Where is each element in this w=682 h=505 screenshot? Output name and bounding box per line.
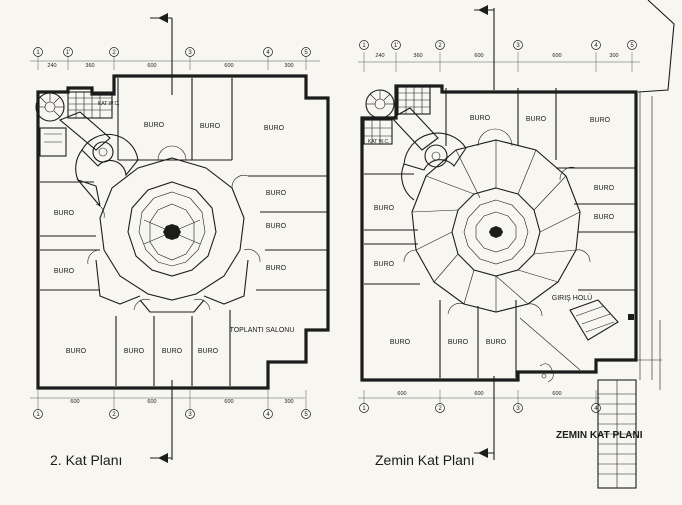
left-floor-plan: 1 1' 2 3 4 5 1 2 3 4 5 240 360 600 600 3… [30,13,330,468]
grid-marker: 1 [36,412,40,418]
dimension-label: 600 [474,391,483,397]
site-boundary [637,0,675,93]
grid-marker: 5 [630,43,634,49]
grid-marker: 3 [188,412,192,418]
room-label-wc: KAT W.C. [368,139,389,145]
left-grid-markers-top: 1 1' 2 3 4 5 [33,47,311,57]
grid-marker: 4 [594,43,598,49]
room-label: BURO [266,265,287,272]
right-section-markers [474,5,495,460]
left-exterior-wall [36,74,330,390]
right-plan-caption: Zemin Kat Planı [375,452,475,468]
room-label: BURO [54,268,75,275]
room-label: BURO [470,115,491,122]
grid-marker: 1 [362,43,366,49]
room-label: BURO [374,261,395,268]
grid-marker: 3 [516,43,520,49]
dimension-label: 240 [375,53,384,59]
dimension-label: 600 [224,399,233,405]
grid-marker: 1' [394,43,398,49]
room-label: BURO [526,116,547,123]
dimension-label: 600 [552,391,561,397]
grid-marker: 1 [36,50,40,56]
right-floor-plan: 1 1' 2 3 4 5 1 2 3 4 240 360 600 600 300… [358,0,675,489]
dimension-label: 600 [397,391,406,397]
grid-marker: 2 [438,406,442,412]
right-room-labels: BURO BURO BURO BURO BURO BURO BURO BURO … [374,115,615,346]
left-interior-walls [40,78,328,386]
grid-marker: 4 [266,50,270,56]
zemin-kat-title: ZEMIN KAT PLANI [556,430,643,441]
grid-marker: 1 [362,406,366,412]
dimension-label: 300 [284,399,293,405]
room-label: BURO [124,348,145,355]
left-plan-caption: 2. Kat Planı [50,452,122,468]
left-grid-markers-bottom: 1 2 3 4 5 [33,409,311,419]
room-label: BURO [590,117,611,124]
room-label: BURO [66,348,87,355]
grid-marker: 2 [438,43,442,49]
dimension-label: 600 [147,399,156,405]
room-label: BURO [54,210,75,217]
dimension-label: 300 [609,53,618,59]
grid-marker: 5 [304,412,308,418]
room-label: BURO [390,339,411,346]
room-label: BURO [200,123,221,130]
left-dimensions: 240 360 600 600 300 600 600 600 300 [47,63,293,405]
room-label: BURO [374,205,395,212]
right-dimensions: 240 360 600 600 300 600 600 600 [375,53,618,397]
dimension-label: 240 [47,63,56,69]
room-label: BURO [162,348,183,355]
room-label-wc: KAT W.C. [98,101,119,107]
room-label: BURO [144,122,165,129]
room-label: TOPLANTI SALONU [230,327,295,334]
dimension-label: 600 [70,399,79,405]
room-label: BURO [266,223,287,230]
right-interior-walls [364,88,636,378]
planter-icon [539,363,554,383]
dimension-label: 600 [224,63,233,69]
right-stair-core: KAT W.C. [363,85,467,201]
left-stair-core: KAT W.C. [35,91,139,207]
grid-marker: 5 [304,50,308,56]
dimension-label: 600 [147,63,156,69]
grid-marker: 4 [594,406,598,412]
room-label: BURO [594,185,615,192]
right-grid-markers-top: 1 1' 2 3 4 5 [359,40,637,50]
left-room-labels: BURO BURO BURO BURO BURO BURO BURO BURO … [54,122,295,355]
right-exterior-wall [360,84,638,382]
right-central-rotunda [403,128,591,317]
room-label: BURO [198,348,219,355]
grid-marker: 3 [188,50,192,56]
left-central-rotunda [87,145,261,313]
grid-marker: 2 [112,50,116,56]
room-label: BURO [448,339,469,346]
grid-marker: 1' [66,50,70,56]
left-section-markers [150,13,173,463]
room-label: BURO [264,125,285,132]
entrance-hall [539,299,634,383]
grid-marker: 4 [266,412,270,418]
room-label: BURO [486,339,507,346]
room-label: BURO [266,190,287,197]
right-grid-markers-bottom: 1 2 3 4 [359,403,601,413]
grid-marker: 3 [516,406,520,412]
dimension-label: 300 [284,63,293,69]
entrance-stairs [597,359,662,489]
dimension-label: 600 [552,53,561,59]
grid-marker: 2 [112,412,116,418]
dimension-label: 600 [474,53,483,59]
room-label: BURO [594,214,615,221]
dimension-label: 360 [85,63,94,69]
dimension-label: 360 [413,53,422,59]
room-label: GIRIŞ HOLÜ [552,294,592,302]
